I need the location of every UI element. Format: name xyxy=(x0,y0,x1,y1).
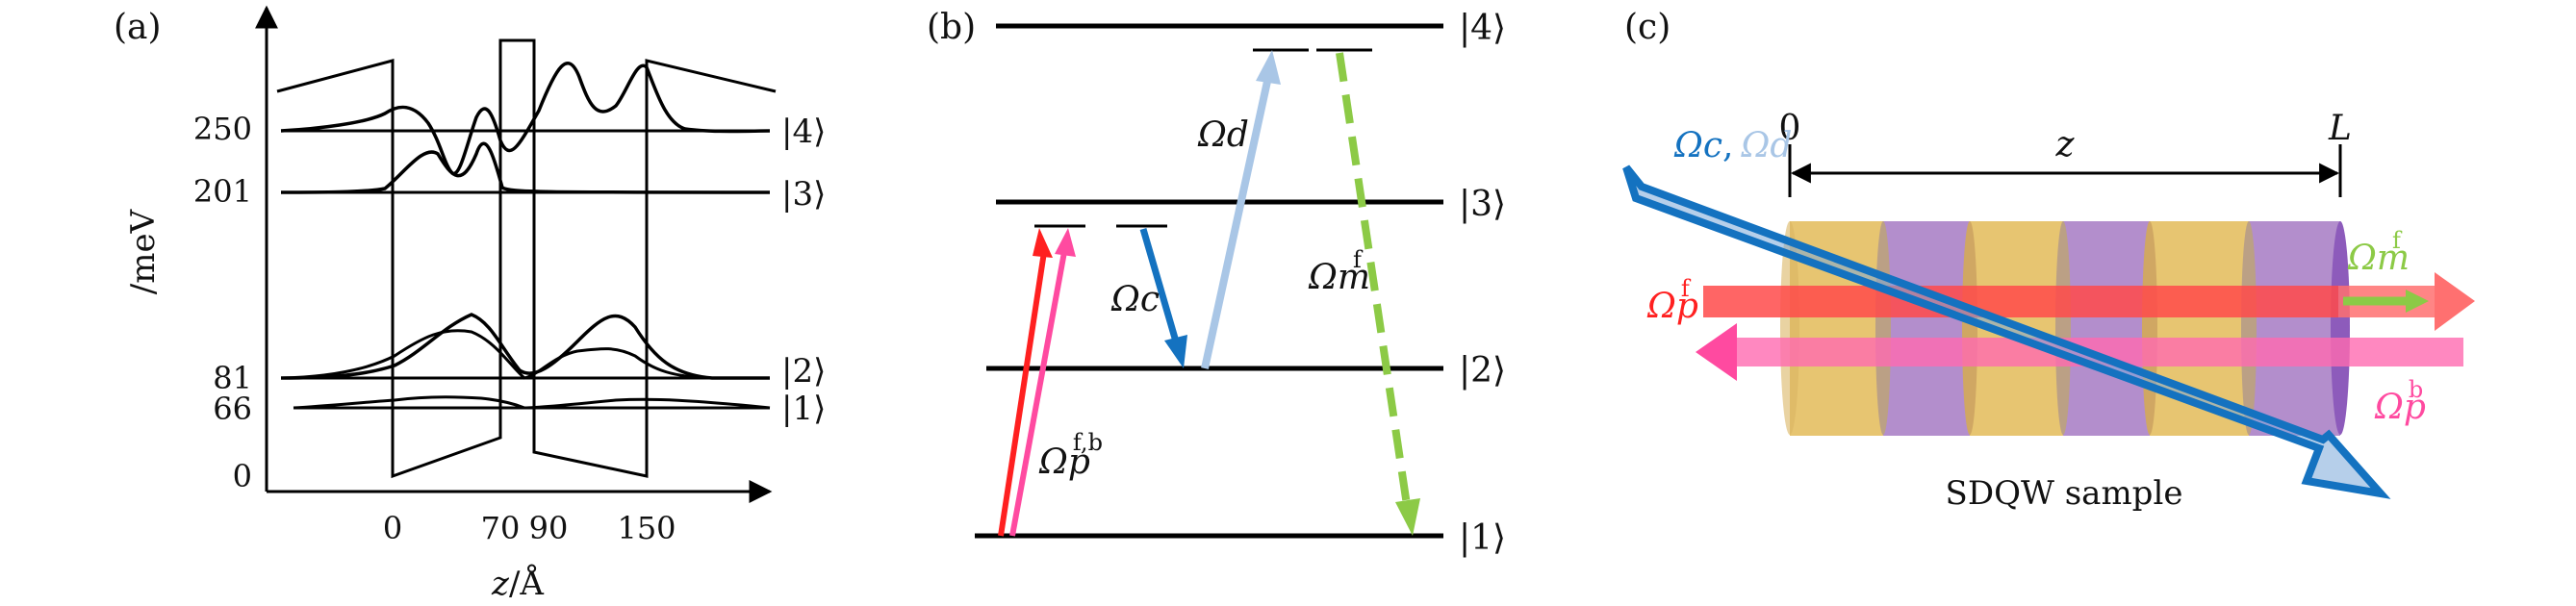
omega-m-label: Ωmf xyxy=(1308,246,1370,297)
interface-1 xyxy=(1875,221,1891,435)
y-tick-201: 201 xyxy=(193,173,252,210)
omega-m-head xyxy=(2406,290,2429,313)
start-cap xyxy=(1780,221,1799,435)
omega-p-label: Ωpf,b xyxy=(1038,429,1103,482)
level-label-3: |3⟩ xyxy=(1459,185,1506,224)
panel-c: (c) 0 L z xyxy=(1622,8,2475,513)
wavefunction-2b xyxy=(280,329,770,380)
panel-a: (a) 250 201 81 66 0 /meV 0 70 90 150 z/Å xyxy=(114,5,826,603)
omega-p-f-shaft xyxy=(998,251,1047,537)
y-tick-66: 66 xyxy=(213,391,252,427)
omega-p-b-label: Ωpb xyxy=(2374,376,2426,427)
wavefunction-1 xyxy=(293,395,771,410)
x-tick-0: 0 xyxy=(383,510,402,546)
axis-end-label: L xyxy=(2328,109,2352,148)
omega-d-head xyxy=(1256,50,1281,85)
panel-c-tag: (c) xyxy=(1624,8,1671,47)
barrier-3 xyxy=(2249,221,2340,436)
panel-b: (b) |4⟩ |3⟩ |2⟩ |1⟩ Ωd xyxy=(927,8,1506,558)
wavefunction-2 xyxy=(280,313,770,380)
barrier-1 xyxy=(1883,221,1970,436)
interface-3 xyxy=(2055,221,2071,435)
interface-2 xyxy=(1962,221,1977,435)
state-label-3: |3⟩ xyxy=(781,175,826,214)
state-label-1: |1⟩ xyxy=(781,390,826,428)
omega-c-label: Ωc xyxy=(1110,280,1160,319)
omega-c-shaft xyxy=(1139,228,1180,342)
panel-a-tag: (a) xyxy=(114,8,162,47)
omega-d-shaft xyxy=(1201,76,1272,369)
y-axis-title: /meV xyxy=(124,208,163,294)
interface-5 xyxy=(2241,221,2257,435)
panel-b-tag: (b) xyxy=(927,8,976,47)
x-tick-150: 150 xyxy=(617,510,676,546)
potential-profile xyxy=(276,38,777,479)
level-label-2: |2⟩ xyxy=(1459,351,1506,391)
omega-d-label: Ωd xyxy=(1197,115,1249,155)
axis-start-label: 0 xyxy=(1779,109,1801,148)
omega-p-b-shaft xyxy=(1009,251,1067,537)
state-label-2: |2⟩ xyxy=(781,352,826,391)
level-label-1: |1⟩ xyxy=(1459,518,1506,558)
x-axis-title: z/Å xyxy=(491,564,544,603)
omega-cd-beam xyxy=(1622,164,2391,499)
end-cap xyxy=(2331,221,2350,435)
omega-p-forward-head xyxy=(2435,272,2475,331)
omega-cd-label: Ωc,Ωd xyxy=(1673,126,1792,165)
omega-m-head xyxy=(1395,498,1420,536)
omega-m-shaft xyxy=(1336,52,1411,506)
y-tick-0: 0 xyxy=(233,458,252,494)
state-label-4: |4⟩ xyxy=(781,113,826,151)
z-axis-label: z xyxy=(2055,125,2076,164)
omega-p-b-head xyxy=(1055,228,1076,257)
y-tick-250: 250 xyxy=(193,111,252,147)
omega-p-f-head xyxy=(1033,228,1053,258)
wavefunction-3 xyxy=(280,141,771,194)
omega-p-backward-head xyxy=(1696,323,1737,381)
sdqw-sample xyxy=(1780,221,2350,436)
interface-4 xyxy=(2142,221,2157,435)
omega-p-forward-bar xyxy=(1703,286,2338,317)
omega-m-label: Ωmf xyxy=(2347,227,2410,278)
omega-p-forward-beam xyxy=(1703,272,2475,331)
wavefunction-4 xyxy=(280,62,771,175)
omega-c-head xyxy=(1164,335,1187,368)
level-label-4: |4⟩ xyxy=(1459,9,1506,48)
barrier-2 xyxy=(2063,221,2150,436)
x-tick-70: 70 xyxy=(481,510,521,546)
omega-p-f-label: Ωpf xyxy=(1646,275,1698,326)
sample-label: SDQW sample xyxy=(1946,474,2183,513)
y-tick-81: 81 xyxy=(213,360,252,396)
x-tick-90: 90 xyxy=(529,510,569,546)
